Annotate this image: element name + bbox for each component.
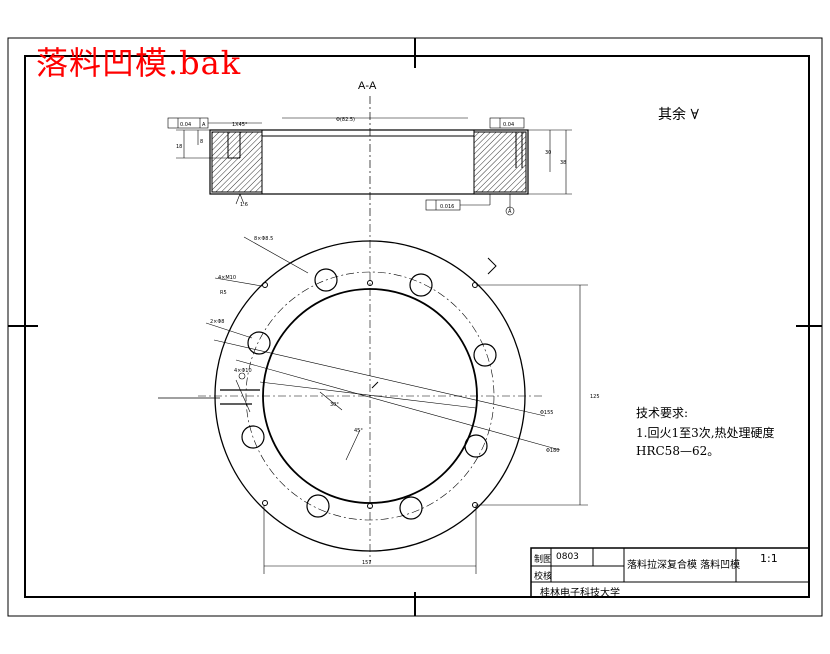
centering-marks <box>8 38 822 616</box>
section-label: A-A <box>358 80 377 92</box>
dim-top-dia: Φ(82.5) <box>336 117 355 123</box>
hatch-left <box>211 131 263 193</box>
section-view <box>167 96 572 222</box>
small-holes <box>262 280 478 509</box>
dim-w-horizontal: 157 <box>362 560 372 566</box>
dim-h-vertical: 125 <box>590 394 600 400</box>
title-school: 桂林电子科技大学 <box>540 588 620 599</box>
title-label-check: 校核 <box>534 572 553 582</box>
dim-holes-2: 4×M10 <box>218 275 236 281</box>
tech-req-line-1: 1.回火1至3次,热处理硬度 <box>636 426 775 440</box>
sheet-inner-frame <box>24 55 810 598</box>
dim-h-left2: 8 <box>200 139 203 145</box>
roughness-note-text: 其余 <box>658 107 686 123</box>
title-scale: 1:1 <box>760 552 778 565</box>
sheet-outer-frame <box>7 37 823 617</box>
dim-flat-left: 0.04 <box>180 122 191 128</box>
dim-h-left1: 18 <box>176 144 182 150</box>
dim-hole-callout: 4×Φ10 <box>234 368 252 374</box>
tech-req-heading: 技术要求: <box>636 406 689 420</box>
dim-d-outer: Φ180 <box>546 448 559 454</box>
title-name-draw: 0803 <box>556 552 579 562</box>
dim-d-bolt: Φ155 <box>540 410 553 416</box>
title-part-name: 落料拉深复合模 落料凹模 <box>627 560 741 571</box>
dim-angle2: 45° <box>354 428 363 434</box>
large-holes <box>241 268 497 520</box>
dim-datum-left: A <box>202 122 206 128</box>
dim-h-right1: 30 <box>545 150 551 156</box>
dim-r-small: R5 <box>220 290 227 296</box>
dim-pin-holes: 2×Φ8 <box>210 319 225 325</box>
dim-holes-1: 8×Φ8.5 <box>254 236 273 242</box>
dim-h-right2: 38 <box>560 160 566 166</box>
dim-flat-right: 0.04 <box>503 122 514 128</box>
tech-req-line-2: HRC58—62。 <box>636 444 720 458</box>
roughness-symbol-icon: ∀ <box>690 107 699 123</box>
title-label-draw: 制图 <box>534 555 553 565</box>
dim-runout: 0.016 <box>440 204 454 210</box>
dimension-texts: 1X45° Φ(82.5) 0.04 A 0.04 18 8 30 38 1.6… <box>176 117 600 566</box>
plan-view <box>158 224 588 574</box>
title-block <box>530 547 810 598</box>
dim-angle1: 30° <box>330 402 339 408</box>
dim-chamfer: 1X45° <box>232 122 248 128</box>
dim-roughness-bottom: 1.6 <box>240 202 248 208</box>
section-outline <box>209 129 529 195</box>
dim-datum-bottom: A <box>508 209 512 215</box>
roughness-note: 其余 ∀ <box>658 104 699 124</box>
watermark-title: 落料凹模.bak <box>36 44 242 82</box>
hatch-right <box>473 131 527 193</box>
